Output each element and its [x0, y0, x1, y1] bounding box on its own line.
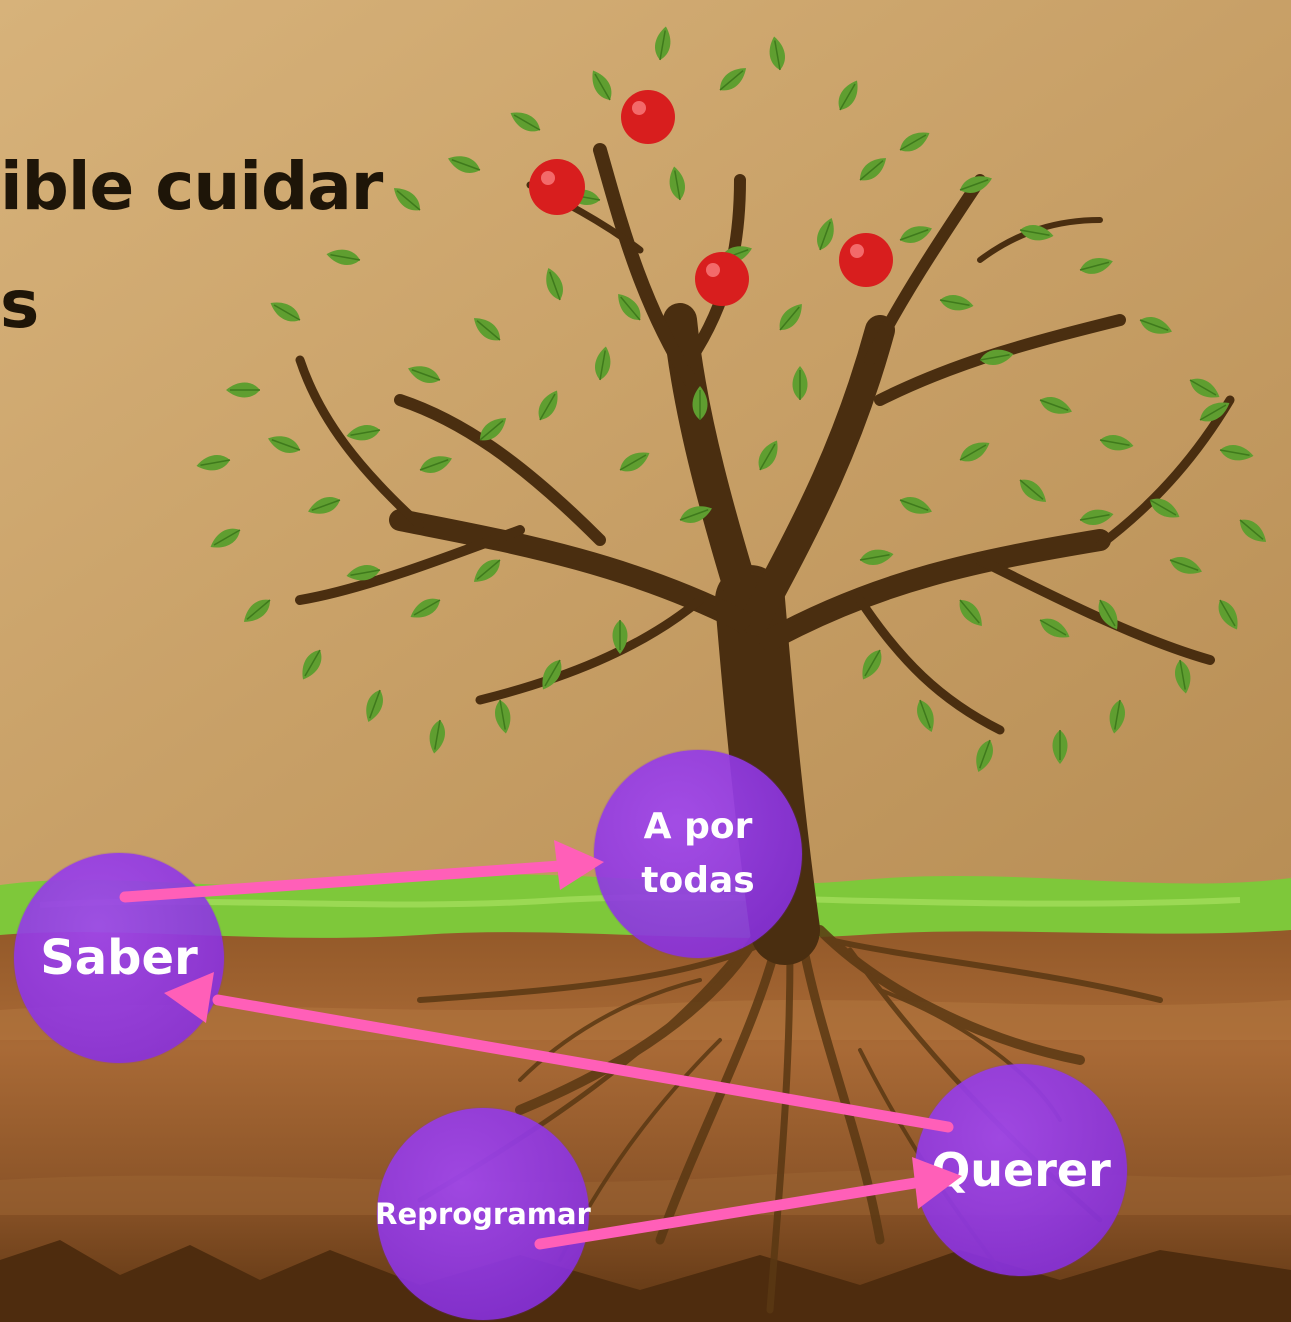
node-a-por-todas: A por todas: [594, 750, 802, 958]
title-line-2: s: [0, 246, 382, 364]
apple: [621, 90, 675, 144]
slide-title: ible cuidar s: [0, 128, 382, 364]
node-reprogramar-label: Reprogramar: [375, 1197, 591, 1231]
node-saber-label: Saber: [40, 930, 198, 986]
apple: [839, 233, 893, 287]
apple: [529, 159, 585, 215]
title-line-1: ible cuidar: [0, 128, 382, 246]
apple: [695, 252, 749, 306]
node-querer-label: Querer: [931, 1143, 1111, 1197]
node-saber: Saber: [14, 853, 224, 1063]
node-a-por-todas-label: A por todas: [641, 800, 754, 908]
node-querer: Querer: [915, 1064, 1127, 1276]
node-reprogramar: Reprogramar: [377, 1108, 589, 1320]
